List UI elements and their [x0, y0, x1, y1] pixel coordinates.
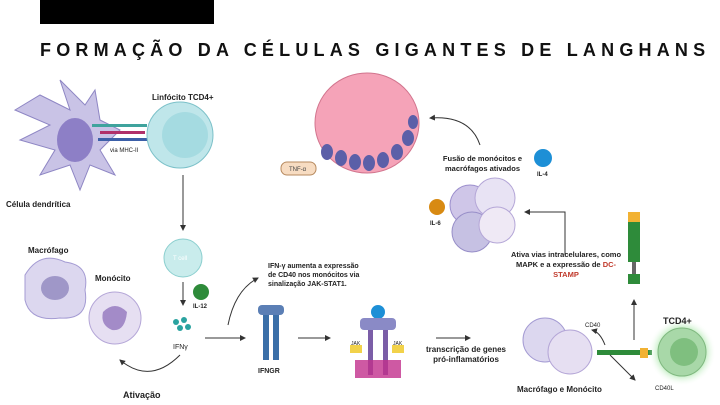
macrofago-label: Macrófago — [28, 246, 69, 255]
mac-mono-label: Macrófago e Monócito — [517, 385, 602, 394]
tcd4-label: TCD4+ — [663, 316, 692, 326]
mhc-complex — [92, 124, 148, 141]
ifngr-receptor — [258, 305, 284, 360]
t-cell — [163, 238, 203, 278]
tnf-label: TNF-α — [289, 167, 307, 173]
cd40l-label: CD40L — [655, 386, 674, 392]
il12-label: IL-12 — [193, 304, 208, 310]
page-title: FORMAÇÃO DA CÉLULAS GIGANTES DE LANGHANS — [40, 40, 711, 60]
dc-stamp-label: DC-STAMP — [553, 260, 617, 279]
dendritic-cell — [13, 79, 121, 192]
dendritic-label: Célula dendrítica — [6, 200, 71, 209]
fused-cells — [449, 177, 516, 253]
ativa-vias-label: Ativa vias intracelulares, como MAPK e a… — [510, 250, 622, 279]
il4-molecule — [534, 149, 552, 167]
monocito-label: Monócito — [95, 274, 131, 283]
jak-label-1: JAK — [351, 341, 361, 347]
cd40-cd40l-complex — [597, 348, 652, 358]
cd4-label: Linfócito TCD4+ — [152, 93, 214, 102]
langhans-giant-cell — [314, 72, 420, 174]
il6-label: IL-6 — [430, 221, 441, 227]
tcell-label: T cell — [173, 256, 188, 262]
redaction-bar — [40, 0, 214, 24]
il6-molecule — [429, 199, 445, 215]
ativacao-label: Ativação — [123, 390, 161, 400]
il4-label: IL-4 — [537, 172, 548, 178]
tnf-badge — [280, 161, 317, 176]
ifny-molecules — [173, 317, 191, 331]
cd40-label: CD40 — [585, 323, 601, 329]
ifny-label: IFNγ — [173, 344, 188, 351]
jak-label-2: JAK — [393, 341, 403, 347]
monocyte-cell-right — [547, 329, 593, 375]
ifngr-label: IFNGR — [258, 368, 280, 375]
il12-molecule — [193, 284, 209, 300]
fusao-label: Fusão de monócitos e macrófagos ativados — [442, 154, 523, 173]
ifn-description: IFN-γ aumenta a expressão de CD40 nos mo… — [268, 263, 360, 288]
transcricao-label: transcrição de genes pró-inflamatórios — [425, 345, 507, 364]
mhc-label: via MHC-II — [110, 148, 139, 154]
jak-stat-receptor — [350, 305, 404, 378]
dc-stamp-protein — [628, 212, 640, 284]
